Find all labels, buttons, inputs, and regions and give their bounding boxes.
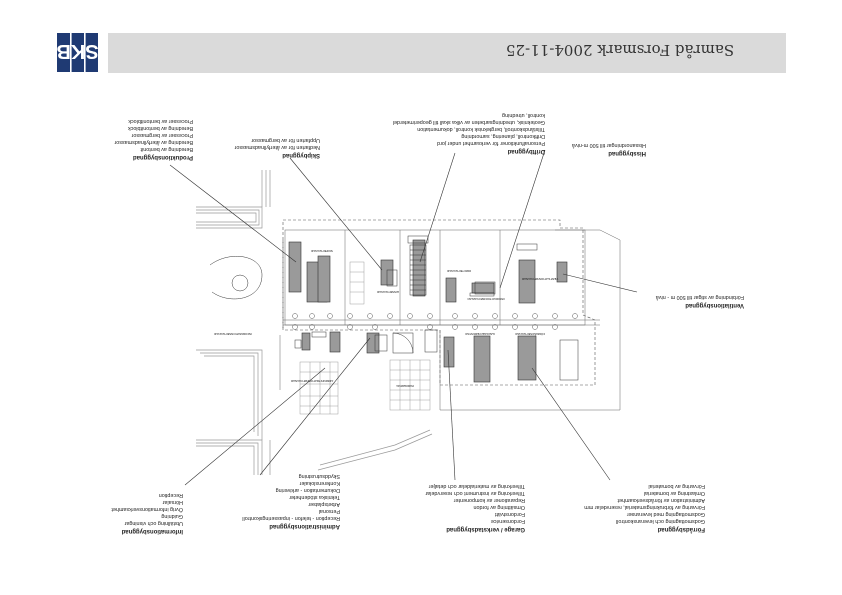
- callout-administration-item: Arbetsplatser: [308, 501, 340, 507]
- callout-ventilation-title: Ventilationsbyggnad: [685, 302, 744, 308]
- callout-administration-item: Konferenslokaler: [299, 480, 340, 486]
- callout-drift-item: Tillståndskontroll, bergteknisk kontroll…: [417, 126, 545, 133]
- callout-garage-item: Omsättning av fordon: [473, 504, 525, 510]
- callout-produktion-item: Beredning av bentonitblock: [128, 125, 193, 131]
- site-label-parking: PARKERING: [396, 384, 414, 388]
- callout-garage-title: Garage / verkstadsbyggnad: [446, 526, 525, 532]
- callout-drift-item: Geoteknisk, utredningsarbeten av vilka s…: [393, 119, 545, 125]
- skb-logo: SKB: [57, 33, 98, 72]
- callout-administration-item: Personal: [319, 508, 340, 514]
- callout-garage-item: Tillverkning av materialdelar och detalj…: [429, 483, 525, 489]
- site-label-vent: VENTILATIONSBYGGNAD: [521, 277, 558, 281]
- callout-administration-item: Reception - telefon - inpasseringskontro…: [242, 515, 340, 521]
- site-label-admin: ADMINISTRATIONSBYGGNAD: [290, 379, 333, 383]
- callout-forrad-item: Godsmottagning med leveranser: [627, 511, 705, 517]
- callout-forrad-item: Administration av förrådsverksamhet: [617, 497, 705, 504]
- callout-skip-title: Skipbyggnad: [282, 152, 320, 158]
- callout-drift-title: Driftbyggnad: [507, 148, 545, 154]
- site-boundary: [282, 219, 596, 386]
- callout-produktion-title: Produktionsbyggnad: [133, 154, 193, 160]
- callout-skip-item: Uppfarten för av bergmassor: [251, 137, 320, 143]
- callout-forrad-title: Förrådsbyggnad: [657, 526, 705, 533]
- callout-garage-item: Reparationer av komponenter: [453, 497, 525, 503]
- callout-administration-item: Tekniska stödenheter: [289, 494, 340, 500]
- callout-hiss: Hissbyggnad Hissanordningar till 500 m-n…: [572, 142, 646, 156]
- callout-garage-item: Tillverkning av instrument och reservdel…: [425, 490, 525, 496]
- callout-administration-item: Skyddsutrustning: [299, 473, 340, 479]
- callout-produktion-item: Processer av bentonitblock: [128, 118, 193, 124]
- site-label-skip: SKIPBYGGNAD: [310, 249, 333, 253]
- callout-information-item: Hörsalar: [162, 499, 183, 505]
- title-banner: Samråd Forsmark 2004-11-25: [108, 33, 786, 73]
- leader-lines: [169, 149, 638, 486]
- callout-garage: Garage / verkstadsbyggnad Fordonservice …: [425, 483, 525, 532]
- callout-drift-item: Personalfunktioner för verksamhet under …: [437, 140, 545, 146]
- callout-administration: Administrationsbyggnad Reception - telef…: [242, 473, 340, 529]
- callout-garage-item: Fordonstvätt: [495, 511, 525, 517]
- callout-information-item: Övrig informationsverksamhet: [111, 506, 183, 513]
- site-label-forrad: FÖRRÅDSBYGGNAD: [514, 332, 545, 337]
- callout-produktion-item: Beredning av bentonit: [140, 146, 193, 152]
- site-labels: SKIPBYGGNAD HISSBYGGNAD DRIFTBYGGNAD PRO…: [213, 249, 558, 388]
- callout-skip: Skipbyggnad Nedfarten för av återfyllnad…: [234, 137, 320, 158]
- callout-drift-item: Driftkontroll, planering, samordning: [461, 133, 545, 139]
- site-label-prod: PRODUKTIONSBYGGNAD: [467, 297, 505, 301]
- callout-produktion-item: Processer av bergmassor: [131, 132, 193, 138]
- callout-produktion-item: Beredning av återfyllnadsmassor: [114, 139, 193, 146]
- callout-forrad: Förrådsbyggnad Godsmottagning och levera…: [584, 483, 705, 533]
- callout-administration-title: Administrationsbyggnad: [269, 523, 340, 529]
- callout-ventilation-item: Förbindning av stigar till 500 m - nivå: [656, 294, 744, 301]
- callout-forrad-item: Omlastning av bomaterial: [644, 490, 705, 496]
- callout-information-title: Informationsbyggnad: [121, 528, 183, 534]
- site-label-garage: GARAGE/VERKSTAD: [464, 332, 494, 336]
- site-label-drift: DRIFTBYGGNAD: [446, 269, 471, 273]
- buildings: [288, 239, 568, 383]
- callout-administration-item: Dokumentation - arkivering: [276, 487, 340, 493]
- callout-garage-item: Fordonservice: [491, 518, 525, 524]
- site-label-hiss: HISSBYGGNAD: [376, 290, 399, 294]
- logo-text: SKB: [57, 40, 98, 62]
- callout-hiss-item: Hissanordningar till 500 m-nivå: [572, 142, 646, 149]
- callout-forrad-item: Förvaring av förbrukningsmaterial, reser…: [584, 504, 705, 510]
- site-label-info: INFORMATIONSBYGGNAD: [213, 332, 252, 336]
- callout-forrad-item: Förvaring av bomaterial: [648, 483, 705, 489]
- tree-markers: [292, 313, 578, 330]
- parking-areas: [299, 261, 431, 415]
- callout-skip-item: Nedfarten för av återfyllnadsmassor: [234, 144, 320, 151]
- callout-hiss-title: Hissbyggnad: [608, 150, 646, 156]
- callout-information-item: Utställning och visningar: [124, 520, 183, 526]
- callout-ventilation: Ventilationsbyggnad Förbindning av stiga…: [656, 294, 744, 308]
- callout-drift: Driftbyggnad Personalfunktioner för verk…: [393, 112, 545, 154]
- road-lines: [196, 170, 433, 475]
- callout-information-item: Guidning: [161, 513, 183, 519]
- building-outlines: [209, 235, 579, 381]
- internal-roads: [279, 229, 621, 411]
- callout-information: Informationsbyggnad Utställning och visn…: [111, 492, 183, 534]
- callout-information-item: Reception: [159, 492, 183, 498]
- callout-forrad-item: Godsmottagning och leveranskontroll: [616, 518, 705, 524]
- callout-drift-item: kontroll, utredning: [502, 112, 545, 118]
- callout-produktion: Produktionsbyggnad Beredning av bentonit…: [114, 118, 193, 160]
